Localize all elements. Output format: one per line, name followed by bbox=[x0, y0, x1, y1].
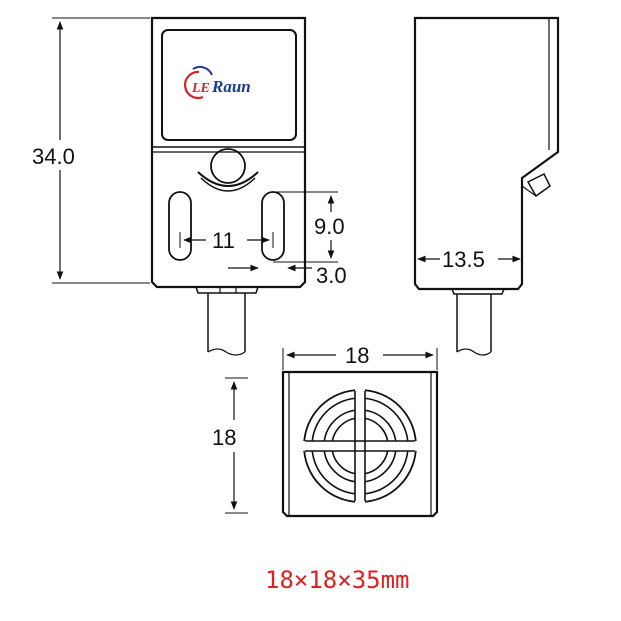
dim-face-width: 18 bbox=[282, 343, 438, 370]
dim-side-depth: 13.5 bbox=[417, 247, 521, 272]
face-view bbox=[281, 370, 439, 518]
dim-slot-offset: 3.0 bbox=[228, 263, 347, 288]
mounting-slot-right bbox=[261, 191, 285, 261]
logo-prefix: LE bbox=[191, 81, 210, 96]
front-view: LE Raun bbox=[150, 16, 307, 356]
side-view bbox=[413, 16, 560, 356]
logo-window bbox=[161, 29, 297, 141]
side-body-outline bbox=[413, 16, 560, 291]
dim-slot-length: 9.0 bbox=[273, 191, 345, 263]
front-body-outline bbox=[150, 16, 307, 289]
side-cable-gland bbox=[451, 288, 505, 295]
dim-slot-offset-label: 3.0 bbox=[316, 263, 347, 288]
mounting-slot-left bbox=[168, 191, 192, 261]
dim-face-height: 18 bbox=[212, 377, 248, 514]
side-indicator-bump bbox=[526, 172, 551, 198]
size-caption: 18×18×35mm bbox=[265, 566, 410, 594]
dim-slot-length-label: 9.0 bbox=[314, 214, 345, 239]
dim-height: 34.0 bbox=[32, 17, 150, 284]
dim-slot-spacing-label: 11 bbox=[212, 228, 235, 253]
cable-gland bbox=[195, 286, 259, 294]
dim-face-width-label: 18 bbox=[345, 343, 369, 368]
brand-logo: LE Raun bbox=[184, 66, 251, 100]
dim-face-height-label: 18 bbox=[212, 425, 236, 450]
dim-slot-spacing: 11 bbox=[179, 228, 274, 253]
indicator-lamp bbox=[210, 148, 246, 184]
sensing-face-icon bbox=[300, 386, 420, 506]
logo-swoosh-icon bbox=[184, 70, 204, 100]
face-outline bbox=[281, 370, 439, 518]
dim-height-label: 34.0 bbox=[32, 144, 75, 169]
dim-side-depth-label: 13.5 bbox=[442, 247, 485, 272]
logo-name: Raun bbox=[211, 77, 251, 96]
